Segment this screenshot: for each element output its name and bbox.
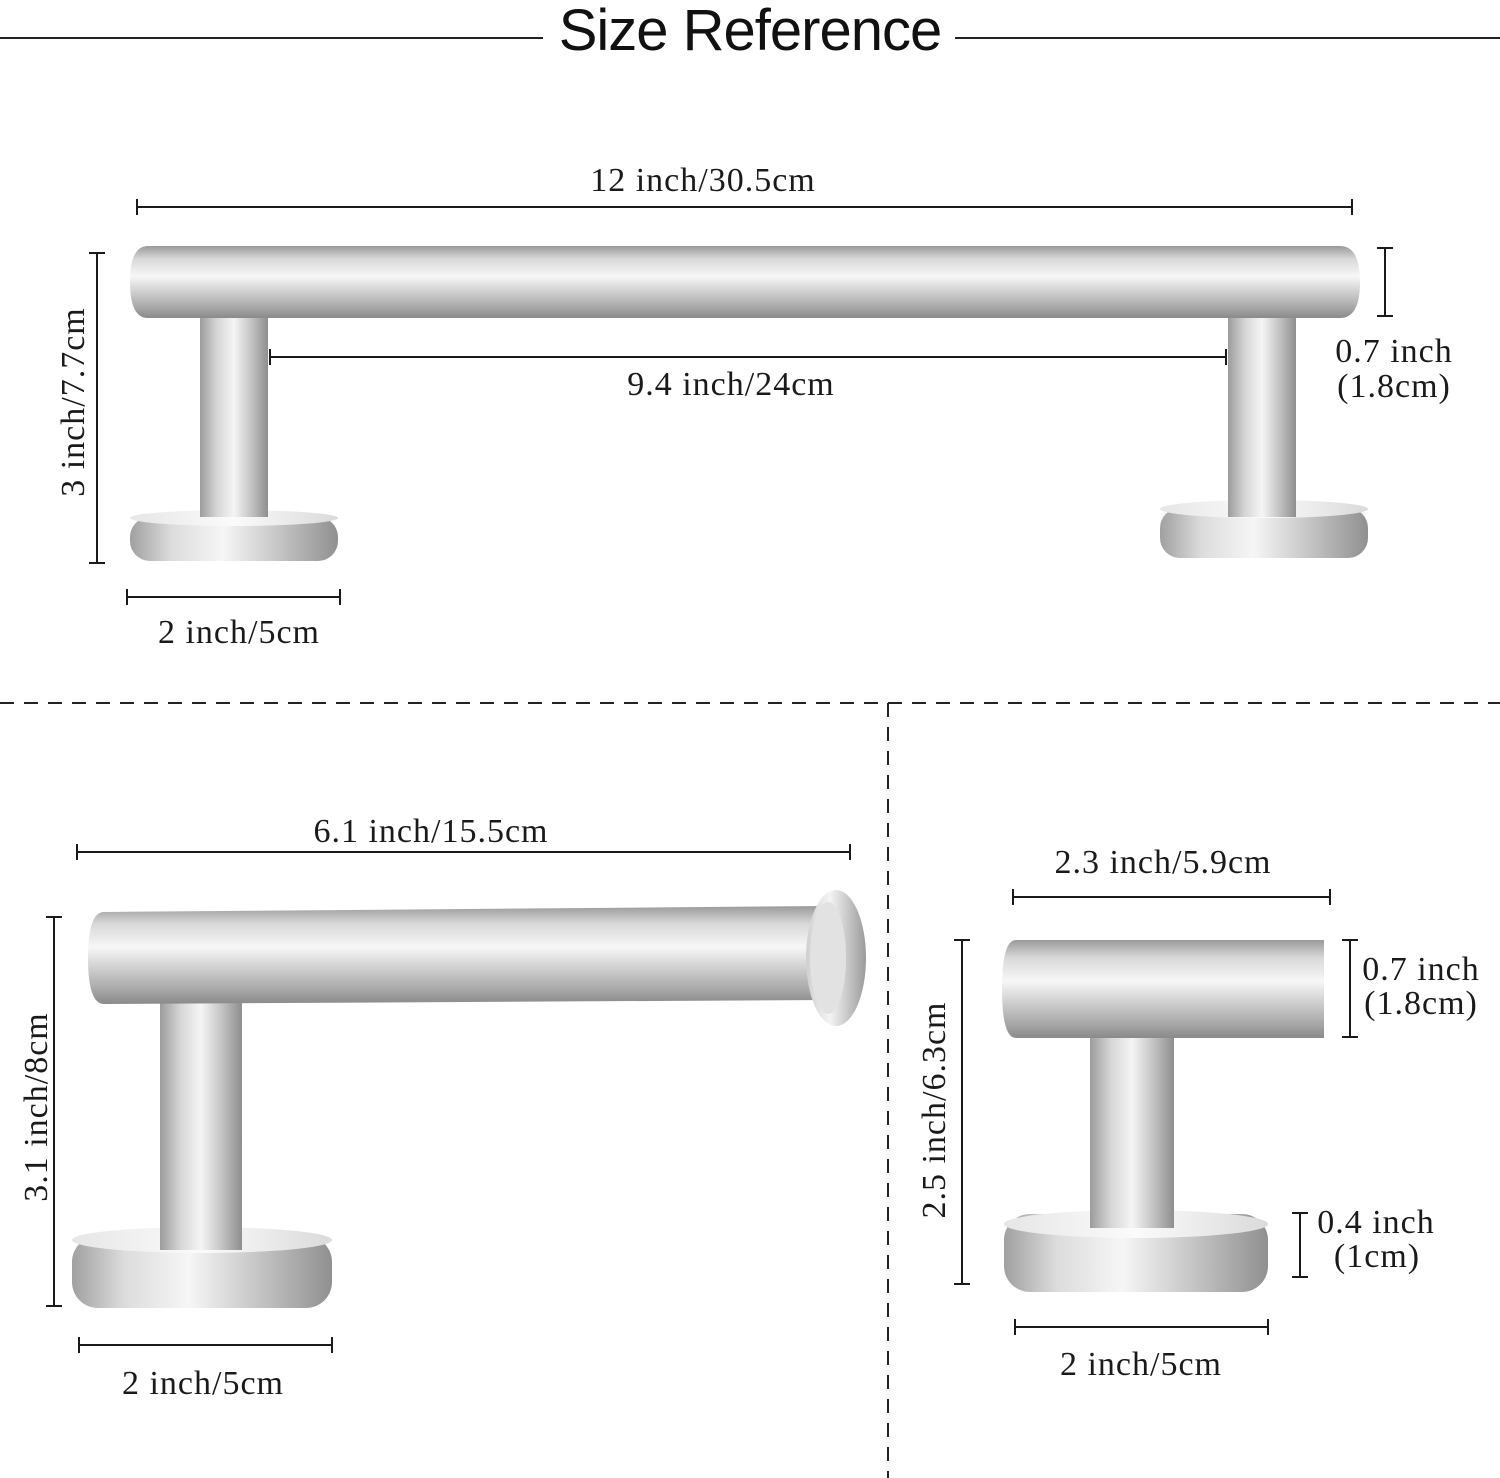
robe-hook-diameter-cm-label: (1.8cm) bbox=[1364, 985, 1478, 1022]
towel-bar-diameter-dimension bbox=[1377, 247, 1393, 317]
robe-hook-base-thickness-cm-label: (1cm) bbox=[1334, 1238, 1420, 1275]
paper-holder-length-label: 6.1 inch/15.5cm bbox=[313, 813, 548, 850]
robe-hook-base-width-dimension bbox=[1014, 1319, 1269, 1335]
paper-holder-arm bbox=[88, 906, 828, 1004]
towel-bar-rod bbox=[130, 246, 1360, 318]
towel-bar-height-label: 3 inch/7.7cm bbox=[55, 307, 92, 497]
towel-bar-length-label: 12 inch/30.5cm bbox=[590, 162, 816, 199]
towel-bar-height-dimension bbox=[89, 252, 105, 564]
paper-holder-post bbox=[160, 978, 242, 1250]
paper-holder-base-width-label: 2 inch/5cm bbox=[122, 1365, 284, 1402]
towel-bar-right-post bbox=[1228, 296, 1296, 517]
paper-holder-illustration bbox=[72, 890, 866, 1308]
robe-hook-length-label: 2.3 inch/5.9cm bbox=[1054, 844, 1271, 881]
paper-holder-height-label: 3.1 inch/8cm bbox=[18, 1012, 55, 1202]
towel-bar-left-base bbox=[130, 510, 338, 561]
robe-hook-diameter-dimension bbox=[1342, 939, 1358, 1038]
robe-hook-illustration bbox=[1002, 940, 1324, 1292]
paper-holder-base-width-dimension bbox=[78, 1337, 333, 1353]
robe-hook-height-dimension bbox=[954, 939, 970, 1285]
robe-hook-base-thickness-dimension bbox=[1292, 1212, 1308, 1278]
paper-holder-length-dimension bbox=[76, 844, 851, 860]
towel-bar-length-dimension bbox=[136, 199, 1353, 215]
paper-holder-height-dimension bbox=[46, 916, 62, 1307]
towel-bar-inner-span-dimension bbox=[269, 349, 1227, 365]
towel-bar-inner-span-label: 9.4 inch/24cm bbox=[627, 366, 835, 403]
robe-hook-diameter-inch-label: 0.7 inch bbox=[1362, 951, 1480, 988]
robe-hook-bar bbox=[1002, 940, 1324, 1038]
towel-bar-diameter-cm-label: (1.8cm) bbox=[1337, 368, 1451, 405]
page-title: Size Reference bbox=[559, 0, 942, 63]
robe-hook-base-width-label: 2 inch/5cm bbox=[1060, 1346, 1222, 1383]
towel-bar-diameter-inch-label: 0.7 inch bbox=[1335, 333, 1453, 370]
towel-bar-illustration bbox=[130, 246, 1368, 561]
robe-hook-height-label: 2.5 inch/6.3cm bbox=[916, 1001, 953, 1218]
towel-bar-left-post bbox=[200, 296, 268, 517]
paper-holder-end-cap bbox=[806, 890, 866, 1026]
towel-bar-base-width-label: 2 inch/5cm bbox=[158, 614, 320, 651]
robe-hook-post bbox=[1090, 1016, 1174, 1228]
robe-hook-length-dimension bbox=[1012, 889, 1331, 905]
towel-bar-base-width-dimension bbox=[126, 589, 341, 605]
robe-hook-base-thickness-inch-label: 0.4 inch bbox=[1317, 1204, 1435, 1241]
